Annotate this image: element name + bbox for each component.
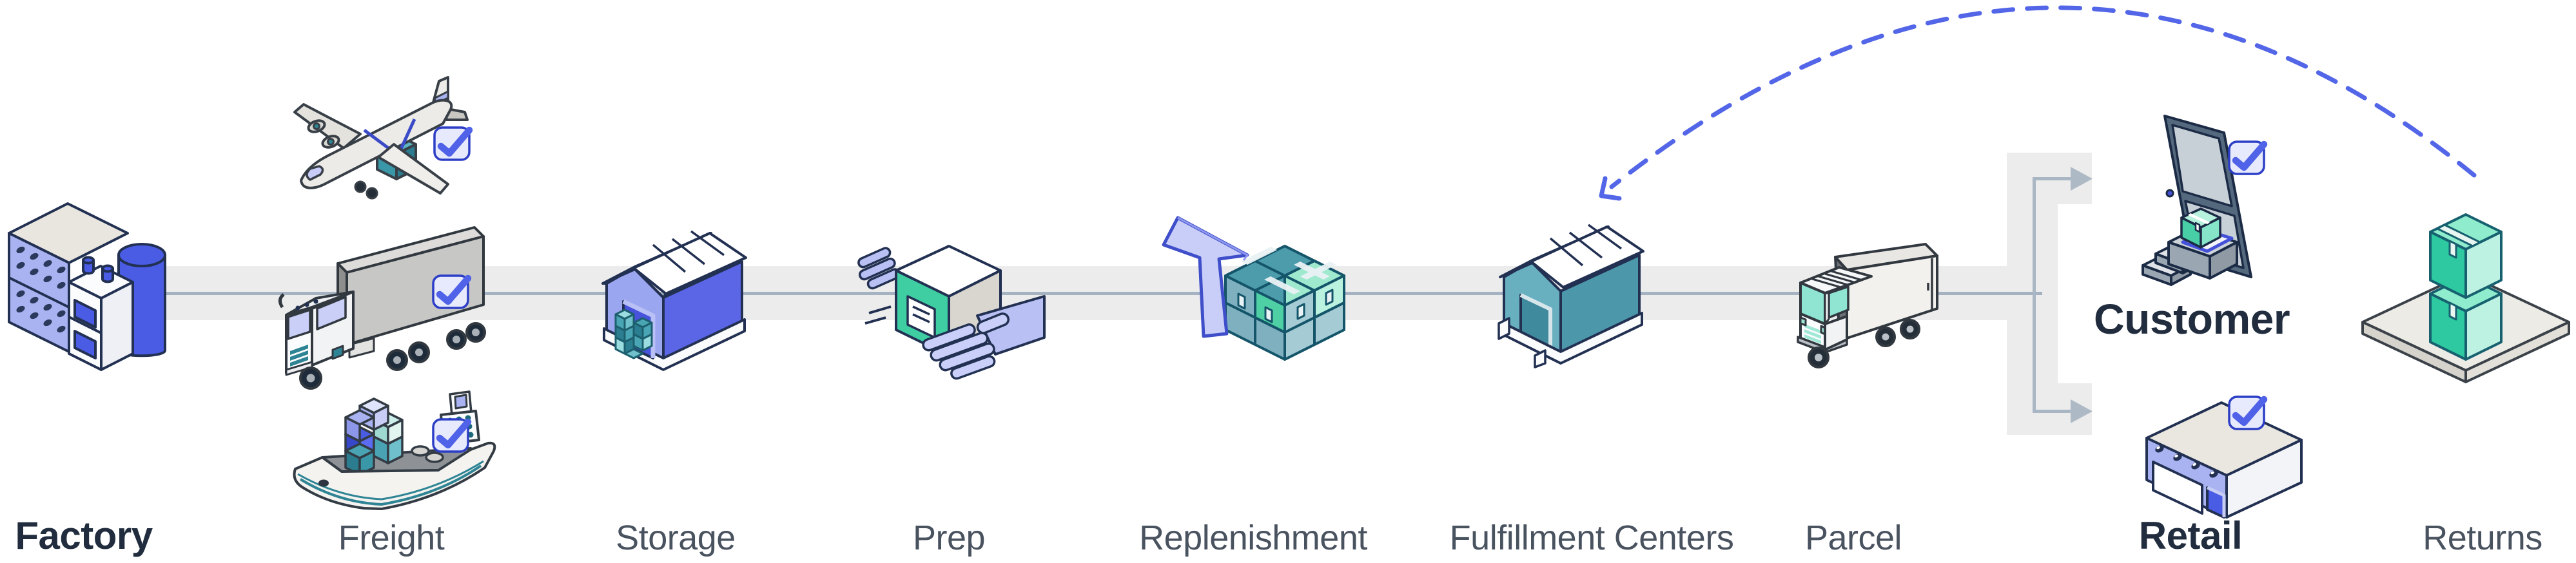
stage-label-parcel: Parcel xyxy=(1804,519,1902,557)
sea-freight-ship-icon xyxy=(293,390,496,510)
prep-hands-box-icon xyxy=(857,245,1046,380)
returns-pallet-icon xyxy=(2361,213,2570,383)
stage-label-freight: Freight xyxy=(338,519,445,557)
air-freight-plane-icon xyxy=(293,76,469,200)
parcel-van-icon xyxy=(1797,243,1938,368)
retail-store-icon xyxy=(2145,401,2303,519)
sea-freight-check-badge xyxy=(432,418,472,453)
stage-label-fulfillment-centers: Fulfillment Centers xyxy=(1449,519,1734,557)
stage-label-factory: Factory xyxy=(15,514,153,557)
check-icon xyxy=(436,418,472,449)
stage-label-prep: Prep xyxy=(912,519,986,557)
customer-doorstep-icon xyxy=(2142,115,2252,286)
branch-arrow-to-retail xyxy=(2071,399,2093,423)
branch-arrow-to-customer xyxy=(2071,167,2093,191)
check-icon xyxy=(437,126,473,157)
return-arc-arrowhead xyxy=(1599,176,1622,201)
retail-check-badge xyxy=(2228,396,2268,430)
check-icon xyxy=(436,274,472,305)
customer-check-badge xyxy=(2228,140,2268,175)
check-icon xyxy=(2232,140,2268,171)
air-freight-check-badge xyxy=(433,126,473,161)
check-icon xyxy=(2232,396,2268,426)
stage-label-storage: Storage xyxy=(616,519,736,557)
stage-label-replenishment: Replenishment xyxy=(1139,519,1367,557)
stage-label-retail: Retail xyxy=(2138,514,2243,557)
storage-warehouse-icon xyxy=(601,230,747,371)
fulfillment-center-warehouse-icon xyxy=(1498,224,1644,368)
return-dashed-arc xyxy=(1609,5,2477,189)
replenishment-cursor-boxes-icon xyxy=(1162,216,1345,361)
stage-label-returns: Returns xyxy=(2423,519,2542,557)
stage-label-customer: Customer xyxy=(2093,295,2290,343)
truck-freight-check-badge xyxy=(432,274,472,309)
truck-freight-icon xyxy=(278,226,486,390)
factory-icon xyxy=(8,202,166,371)
